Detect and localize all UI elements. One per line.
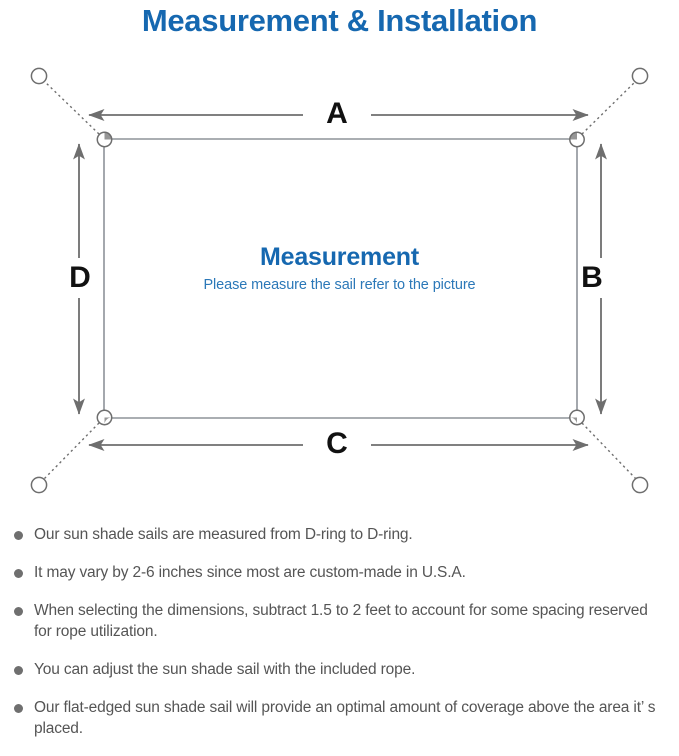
note-text: You can adjust the sun shade sail with t… — [34, 661, 416, 678]
rope-line-bottom-left — [43, 422, 100, 480]
sail-body — [103, 138, 578, 419]
d-ring-bottom-left — [96, 409, 113, 426]
bullet-icon — [14, 607, 23, 616]
dimension-label-c: C — [326, 427, 348, 460]
note-text: It may vary by 2-6 inches since most are… — [34, 564, 466, 581]
d-ring-bottom-right — [569, 409, 585, 426]
measurement-subtext: Please measure the sail refer to the pic… — [203, 277, 476, 293]
note-text: Our sun shade sails are measured from D-… — [34, 526, 413, 543]
bullet-icon — [14, 531, 23, 540]
dimension-label-d: D — [69, 261, 91, 294]
note-text: Our flat-edged sun shade sail will provi… — [34, 699, 656, 737]
bullet-icon — [14, 569, 23, 578]
page-title: Measurement & Installation — [141, 3, 538, 38]
anchor-point-bottom-right — [631, 476, 649, 494]
d-ring-top-left — [96, 131, 113, 148]
list-item: You can adjust the sun shade sail with t… — [0, 659, 679, 680]
anchor-point-top-right — [631, 67, 649, 85]
d-ring-top-right — [569, 131, 585, 148]
list-item: It may vary by 2-6 inches since most are… — [0, 562, 679, 583]
list-item: When selecting the dimensions, subtract … — [0, 600, 679, 642]
bullet-icon — [14, 704, 23, 713]
dimension-label-b: B — [581, 261, 603, 294]
measurement-heading: Measurement — [260, 243, 419, 271]
measurement-diagram-svg — [30, 67, 649, 494]
notes-list: Our sun shade sails are measured from D-… — [0, 524, 679, 756]
measurement-diagram — [0, 46, 679, 516]
anchor-point-top-left — [30, 67, 48, 85]
anchor-point-bottom-left — [30, 476, 48, 494]
rope-line-top-left — [43, 80, 100, 135]
rope-line-bottom-right — [581, 422, 637, 480]
dimension-label-a: A — [326, 97, 348, 130]
list-item: Our flat-edged sun shade sail will provi… — [0, 697, 679, 739]
note-text: When selecting the dimensions, subtract … — [34, 602, 648, 640]
rope-line-top-right — [581, 80, 637, 135]
list-item: Our sun shade sails are measured from D-… — [0, 524, 679, 545]
bullet-icon — [14, 666, 23, 675]
